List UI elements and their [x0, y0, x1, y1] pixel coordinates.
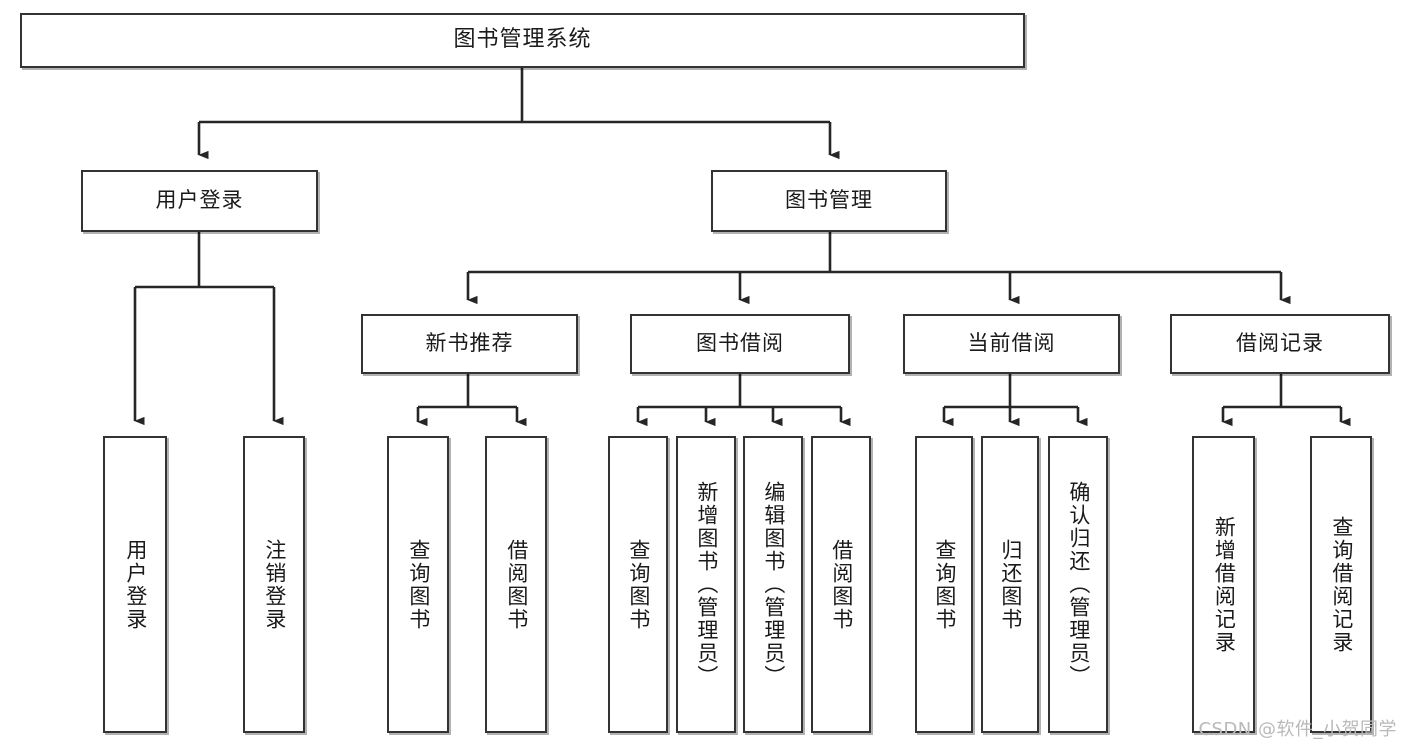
node-new-book-rec-label: 新书推荐 [425, 331, 514, 356]
node-leaf-add-book[interactable]: 新增图书（管理员） [676, 436, 736, 733]
node-leaf-query-record[interactable]: 查询借阅记录 [1310, 436, 1372, 733]
node-leaf-query-book-3[interactable]: 查询图书 [915, 436, 973, 733]
node-book-borrow-label: 图书借阅 [696, 331, 784, 356]
node-borrow-record[interactable]: 借阅记录 [1170, 314, 1390, 374]
node-leaf-user-logout-label: 注销登录 [262, 538, 287, 631]
node-leaf-query-book-2-label: 查询图书 [626, 538, 651, 631]
node-root-label: 图书管理系统 [453, 27, 592, 53]
node-leaf-return-book-label: 归还图书 [998, 538, 1023, 631]
node-current-borrow-label: 当前借阅 [967, 331, 1056, 356]
node-leaf-add-book-label: 新增图书（管理员） [694, 481, 719, 688]
node-leaf-query-book-3-label: 查询图书 [932, 538, 957, 631]
node-leaf-query-book-2[interactable]: 查询图书 [608, 436, 668, 733]
node-root[interactable]: 图书管理系统 [20, 13, 1025, 68]
node-book-manage[interactable]: 图书管理 [711, 170, 947, 232]
node-leaf-borrow-book-1-label: 借阅图书 [504, 538, 529, 631]
node-user-login-label: 用户登录 [155, 188, 244, 213]
csdn-watermark: CSDN @软件_小贺同学 [1198, 719, 1397, 740]
node-leaf-edit-book-label: 编辑图书（管理员） [761, 481, 786, 688]
node-leaf-add-record[interactable]: 新增借阅记录 [1192, 436, 1255, 733]
node-leaf-query-book-1[interactable]: 查询图书 [387, 436, 449, 733]
node-leaf-user-login-label: 用户登录 [123, 538, 148, 631]
node-borrow-record-label: 借阅记录 [1236, 331, 1324, 356]
node-leaf-edit-book[interactable]: 编辑图书（管理员） [743, 436, 803, 733]
node-leaf-confirm-return-label: 确认归还（管理员） [1066, 481, 1091, 688]
node-leaf-confirm-return[interactable]: 确认归还（管理员） [1048, 436, 1108, 733]
node-current-borrow[interactable]: 当前借阅 [903, 314, 1120, 374]
node-book-borrow[interactable]: 图书借阅 [630, 314, 850, 374]
node-new-book-rec[interactable]: 新书推荐 [361, 314, 578, 374]
node-leaf-query-record-label: 查询借阅记录 [1329, 515, 1354, 654]
node-book-manage-label: 图书管理 [785, 188, 873, 213]
node-leaf-query-book-1-label: 查询图书 [406, 538, 431, 631]
node-leaf-user-login[interactable]: 用户登录 [103, 436, 167, 733]
node-user-login[interactable]: 用户登录 [81, 170, 318, 232]
node-leaf-return-book[interactable]: 归还图书 [981, 436, 1039, 733]
node-leaf-borrow-book-2-label: 借阅图书 [829, 538, 854, 631]
node-leaf-borrow-book-2[interactable]: 借阅图书 [811, 436, 871, 733]
node-leaf-user-logout[interactable]: 注销登录 [243, 436, 305, 733]
node-leaf-add-record-label: 新增借阅记录 [1212, 515, 1237, 654]
node-leaf-borrow-book-1[interactable]: 借阅图书 [485, 436, 547, 733]
